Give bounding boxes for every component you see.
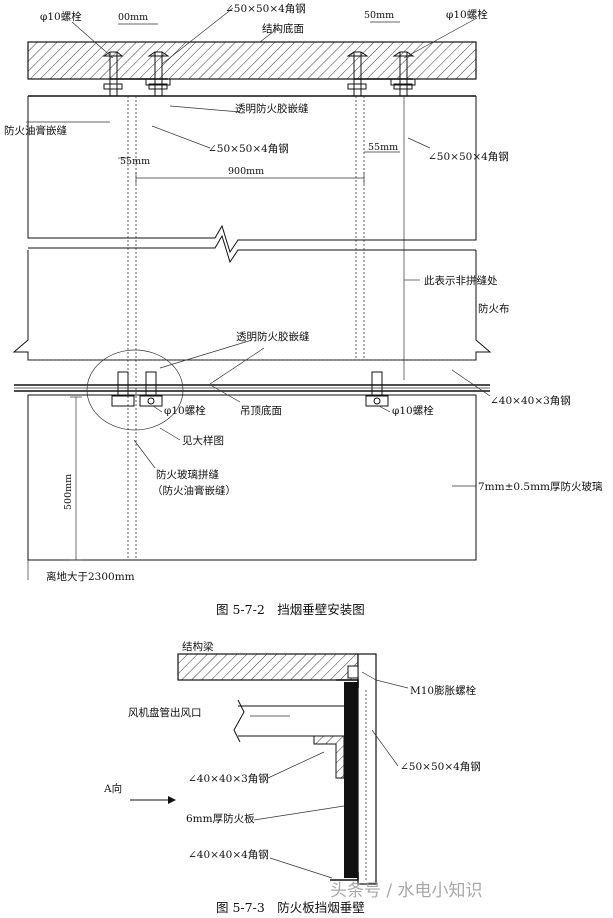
label-angle-mid-left: ∠50×50×4角钢 [208, 142, 289, 155]
label-bolt-bottom-right: φ10螺栓 [392, 404, 434, 417]
label-bolt-top-right: φ10螺栓 [446, 8, 488, 21]
label-non-seam: 此表示非拼缝处 [424, 274, 498, 287]
label-glass-spec: 7mm±0.5mm厚防火玻璃 [478, 480, 603, 493]
label-angle-mid: ∠40×40×3角钢 [188, 772, 269, 785]
label-angle-mid-right: ∠50×50×4角钢 [428, 150, 509, 163]
label-beam: 结构梁 [182, 640, 214, 653]
beam-column [357, 653, 377, 885]
mid-angle-steel [313, 735, 345, 779]
label-height-note: 离地大于2300mm [46, 570, 135, 583]
structural-beam [177, 653, 359, 681]
label-fire-cloth: 防火布 [478, 302, 510, 315]
figure-5-7-2: φ10螺栓 00mm ∠50×50×4角钢 结构底面 50mm φ10螺栓 防火… [4, 2, 603, 617]
label-bolt-bottom-left: φ10螺栓 [164, 404, 206, 417]
label-angle-bottom: ∠40×40×4角钢 [188, 848, 269, 861]
fire-board [344, 682, 358, 878]
label-dim-55-left: 55mm [120, 156, 150, 167]
label-angle-bottom-right: ∠40×40×3角钢 [490, 394, 571, 407]
top-anchor-right [346, 51, 416, 96]
detail-circle [86, 349, 184, 431]
label-dim-top-right: 50mm [364, 10, 394, 21]
watermark: 头条号 / 水电小知识 [330, 881, 483, 901]
label-angle-top-center: ∠50×50×4角钢 [225, 2, 306, 15]
label-dim-900: 900mm [228, 166, 264, 177]
label-dim-55-right: 55mm [368, 142, 398, 153]
label-dim-500: 500mm [63, 474, 74, 510]
lower-panel [12, 250, 492, 361]
caption-fig1: 图 5-7-2 挡烟垂壁安装图 [216, 602, 365, 617]
upper-panel [27, 96, 477, 254]
figure-5-7-3: 结构梁 M10膨胀螺栓 风机盘管出风口 ∠50×50×4角钢 ∠40×40×3角… [103, 640, 481, 915]
label-bolt-top-left: φ10螺栓 [40, 10, 82, 23]
label-board: 6mm厚防火板 [186, 812, 255, 825]
label-angle-top: ∠50×50×4角钢 [400, 760, 481, 773]
label-ceiling-bottom: 吊顶底面 [240, 404, 282, 417]
label-clear-glue-bottom: 透明防火胶嵌缝 [236, 330, 310, 343]
label-fan-coil-outlet: 风机盘管出风口 [128, 706, 202, 719]
expansion-bolt [347, 665, 359, 679]
label-glass-seam: 防火玻璃拼缝 [156, 468, 219, 481]
label-asphalt-seam: 防火油膏嵌缝 [4, 124, 67, 137]
bottom-bolt-right [365, 371, 389, 407]
label-glass-seam-sub: （防火油膏嵌缝） [152, 484, 236, 497]
caption-fig2: 图 5-7-3 防火板挡烟垂壁 [216, 900, 365, 915]
label-structure-bottom: 结构底面 [262, 22, 304, 35]
label-detail-ref: 见大样图 [182, 434, 224, 447]
label-expansion-bolt: M10膨胀螺栓 [410, 684, 477, 697]
label-clear-glue-top: 透明防火胶嵌缝 [235, 102, 309, 115]
bottom-bolt-left [111, 371, 163, 407]
label-dim-top-left: 00mm [118, 12, 148, 23]
label-direction-a: A向 [103, 782, 122, 795]
glass-panel [27, 394, 477, 561]
structural-slab [27, 41, 477, 80]
